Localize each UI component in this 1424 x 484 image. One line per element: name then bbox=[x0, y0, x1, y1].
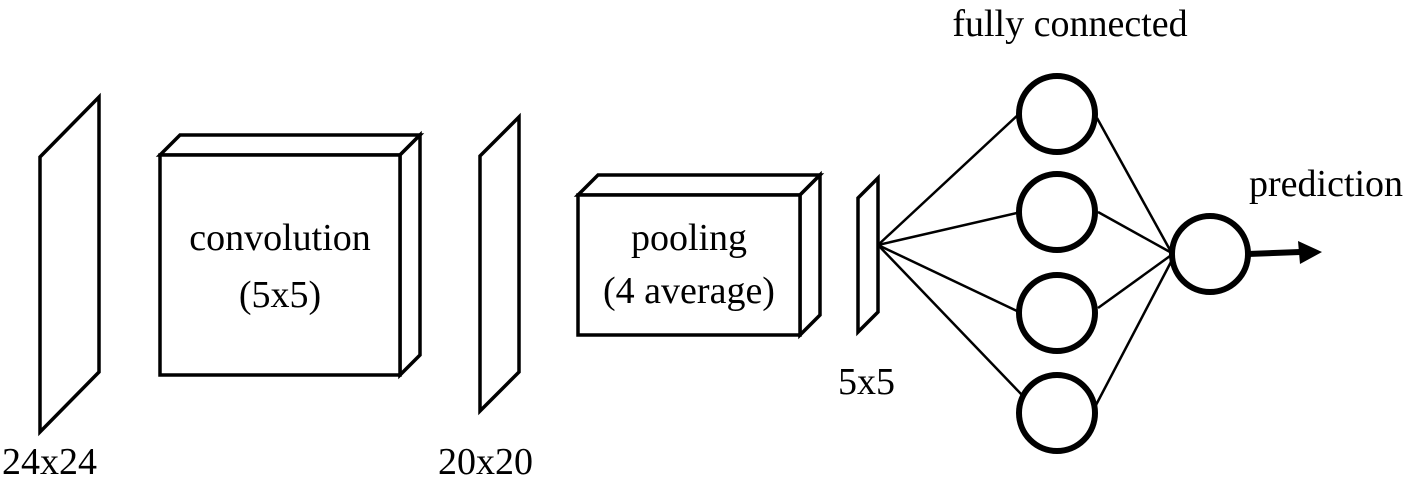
fully-connected-label: fully connected bbox=[952, 3, 1187, 45]
pool-output-plane bbox=[856, 173, 880, 337]
convolution-box bbox=[155, 130, 425, 380]
conv-output-size-label: 20x20 bbox=[438, 441, 533, 483]
hidden-node-2 bbox=[1016, 171, 1098, 253]
pooling-label: pooling bbox=[631, 217, 747, 259]
output-node bbox=[1169, 213, 1251, 295]
prediction-label: prediction bbox=[1249, 163, 1403, 205]
prediction-arrow-icon bbox=[1247, 241, 1322, 264]
hidden-node-1 bbox=[1016, 73, 1098, 155]
input-size-label: 24x24 bbox=[2, 441, 97, 483]
hidden-node-3 bbox=[1016, 272, 1098, 354]
hidden-node-4 bbox=[1016, 372, 1098, 454]
pool-output-size-label: 5x5 bbox=[838, 361, 895, 403]
conv-output-plane bbox=[478, 112, 521, 416]
input-to-hidden-connections bbox=[877, 112, 1023, 396]
pooling-box bbox=[573, 170, 825, 340]
input-plane bbox=[38, 92, 101, 437]
hidden-to-output-connections bbox=[1094, 117, 1174, 406]
pooling-method-label: (4 average) bbox=[603, 270, 775, 312]
convolution-kernel-label: (5x5) bbox=[239, 274, 321, 316]
convolution-label: convolution bbox=[189, 217, 371, 259]
